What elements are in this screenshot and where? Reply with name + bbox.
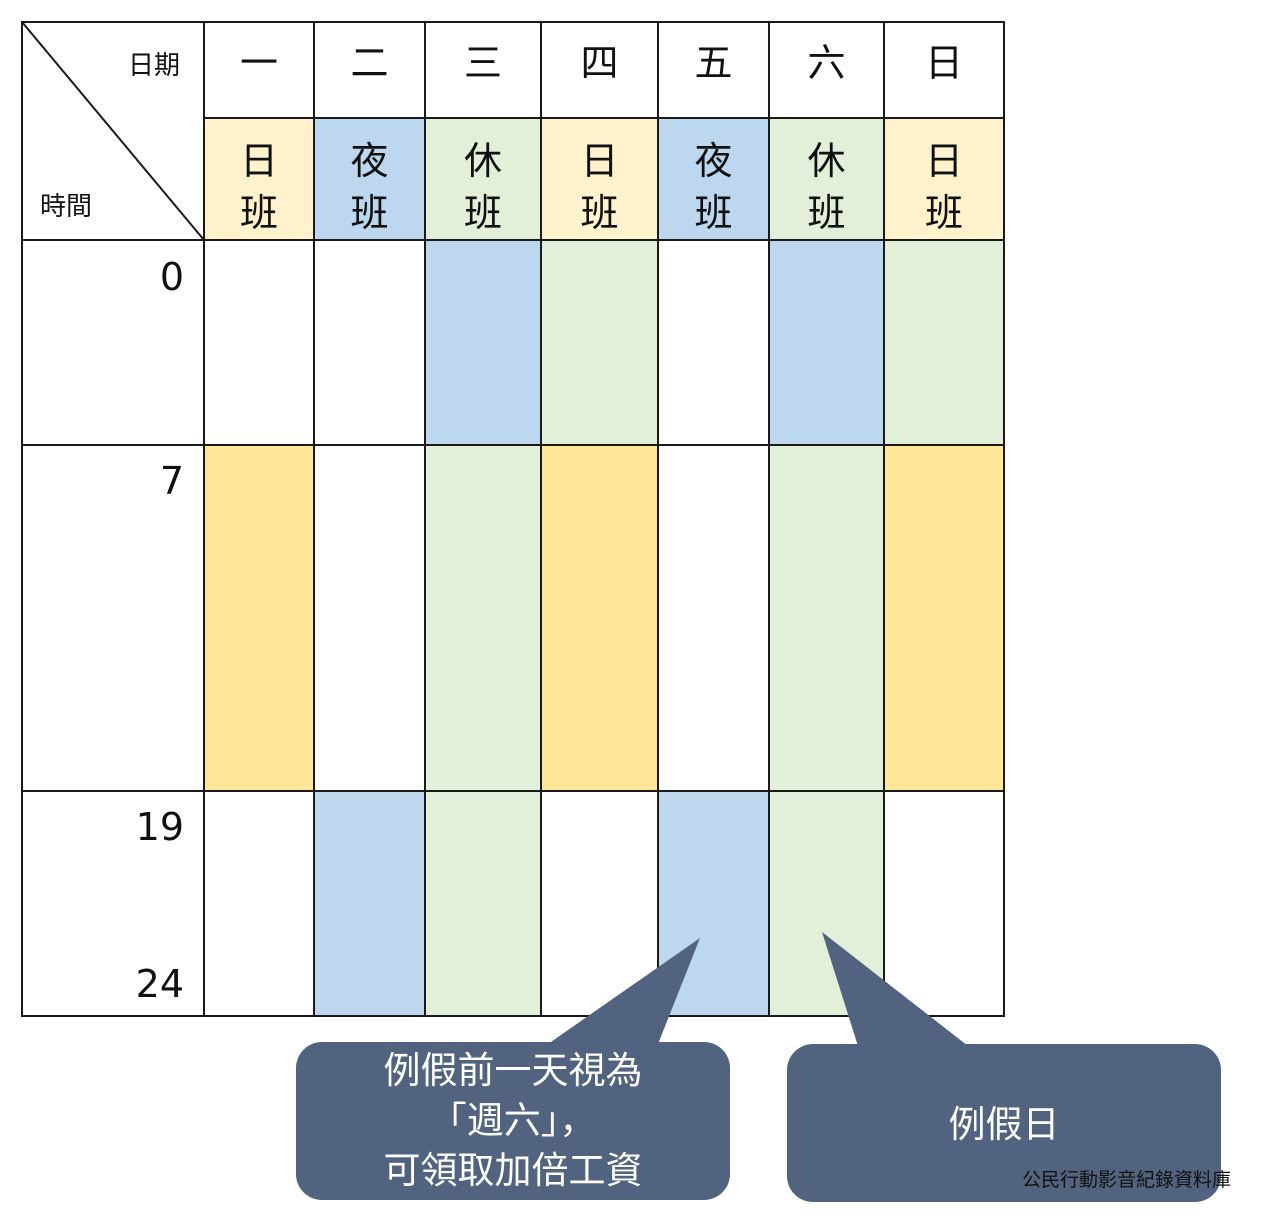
shift-header-bg bbox=[658, 118, 769, 240]
shift-label-top: 日 bbox=[580, 139, 618, 183]
callout-left-line-3: 可領取加倍工資 bbox=[383, 1149, 643, 1192]
segment-white bbox=[658, 240, 769, 445]
day-header: 二 bbox=[350, 41, 388, 85]
segment-night bbox=[769, 240, 884, 445]
shift-label-top: 休 bbox=[464, 139, 502, 183]
day-header: 五 bbox=[694, 41, 732, 85]
time-label-0: 0 bbox=[160, 255, 184, 299]
source-credit: 公民行動影音紀錄資料庫 bbox=[1021, 1169, 1231, 1191]
segment-white bbox=[204, 791, 314, 1016]
shift-header-bg bbox=[204, 118, 314, 240]
segment-white bbox=[541, 791, 658, 1016]
shift-header-bg bbox=[314, 118, 425, 240]
time-label: 時間 bbox=[40, 192, 92, 222]
segment-rest bbox=[425, 791, 541, 1016]
time-label-7: 7 bbox=[160, 459, 184, 503]
shift-label-top: 夜 bbox=[694, 139, 732, 183]
callout-right-text: 例假日 bbox=[948, 1103, 1060, 1146]
day-header: 一 bbox=[240, 41, 278, 85]
callout-left bbox=[296, 938, 730, 1200]
callout-left-pointer bbox=[548, 938, 700, 1044]
schedule-segments bbox=[204, 240, 1004, 1016]
shift-label-bottom: 班 bbox=[350, 191, 388, 235]
segment-white bbox=[658, 445, 769, 791]
segment-rest bbox=[884, 240, 1004, 445]
callout-left-line-1: 例假前一天視為 bbox=[383, 1049, 643, 1092]
segment-rest bbox=[541, 240, 658, 445]
shift-header-backgrounds bbox=[204, 118, 1004, 240]
shift-label-bottom: 班 bbox=[694, 191, 732, 235]
segment-night bbox=[425, 240, 541, 445]
shift-label-top: 日 bbox=[240, 139, 278, 183]
shift-label-bottom: 班 bbox=[580, 191, 618, 235]
day-headers: 一二三四五六日 bbox=[240, 41, 963, 85]
day-header: 四 bbox=[580, 41, 618, 85]
schedule-grid bbox=[21, 21, 1005, 1017]
callout-right bbox=[787, 932, 1221, 1202]
segment-white bbox=[314, 240, 425, 445]
segment-white bbox=[884, 791, 1004, 1016]
shift-label-top: 夜 bbox=[350, 139, 388, 183]
shift-header-bg bbox=[769, 118, 884, 240]
callout-left-line-2: 「週六」， bbox=[429, 1099, 597, 1142]
segment-rest bbox=[769, 445, 884, 791]
segment-white bbox=[314, 445, 425, 791]
shift-label-bottom: 班 bbox=[925, 191, 963, 235]
segment-day bbox=[541, 445, 658, 791]
shift-label-top: 休 bbox=[807, 139, 845, 183]
shift-label-bottom: 班 bbox=[464, 191, 502, 235]
shift-label-bottom: 班 bbox=[807, 191, 845, 235]
callout-left-box bbox=[296, 1042, 730, 1200]
callout-right-box bbox=[787, 1044, 1221, 1202]
shift-header-bg bbox=[425, 118, 541, 240]
segment-day bbox=[884, 445, 1004, 791]
shift-header-bg bbox=[884, 118, 1004, 240]
segment-day bbox=[204, 445, 314, 791]
shift-label-top: 日 bbox=[925, 139, 963, 183]
shift-header-bg bbox=[541, 118, 658, 240]
callout-right-pointer bbox=[822, 932, 968, 1046]
segment-rest bbox=[425, 445, 541, 791]
date-label: 日期 bbox=[128, 51, 180, 81]
time-labels: 0 7 19 24 bbox=[136, 255, 184, 1006]
time-label-19: 19 bbox=[136, 805, 184, 849]
day-header: 六 bbox=[807, 41, 845, 85]
day-header: 日 bbox=[925, 41, 963, 85]
time-label-24: 24 bbox=[136, 962, 184, 1006]
segment-night bbox=[314, 791, 425, 1016]
day-header: 三 bbox=[464, 41, 502, 85]
segment-white bbox=[204, 240, 314, 445]
corner-diagonal bbox=[21, 21, 205, 241]
callout-left-text: 例假前一天視為 「週六」， 可領取加倍工資 bbox=[296, 1046, 730, 1196]
shift-label-bottom: 班 bbox=[240, 191, 278, 235]
